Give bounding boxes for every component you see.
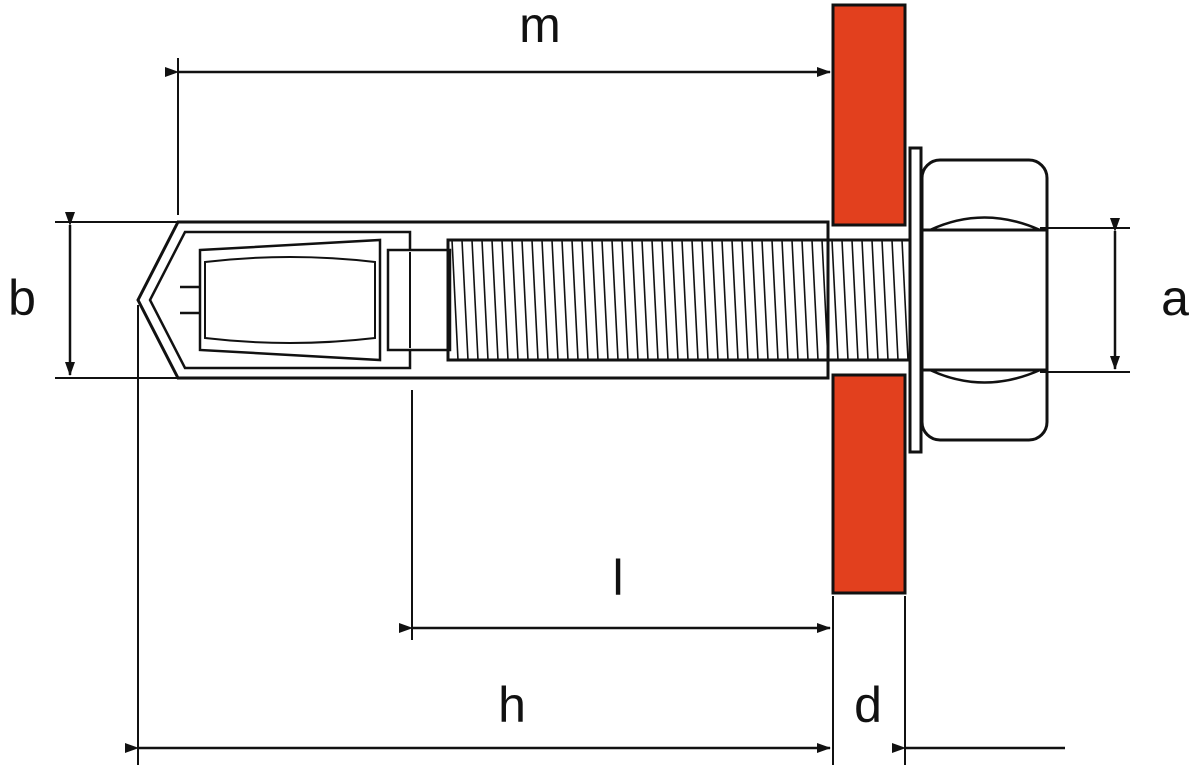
- label-h: h: [498, 677, 526, 733]
- plate-lower: [831, 373, 907, 595]
- label-m: m: [519, 0, 561, 53]
- dimension-h: h: [125, 305, 834, 765]
- dimension-l: l: [399, 390, 831, 640]
- dimension-m: m: [165, 0, 831, 215]
- label-l: l: [612, 550, 623, 606]
- label-b: b: [8, 270, 36, 326]
- threaded-bolt: [446, 238, 912, 362]
- mounting-plate: [831, 3, 907, 595]
- hex-nut: [920, 158, 1049, 442]
- label-d: d: [854, 677, 882, 733]
- label-a: a: [1161, 270, 1189, 326]
- dimension-b: b: [8, 212, 178, 379]
- dimension-a: a: [1040, 218, 1189, 373]
- washer: [908, 146, 923, 454]
- plate-upper: [831, 3, 907, 227]
- dimension-d: d: [854, 596, 1065, 765]
